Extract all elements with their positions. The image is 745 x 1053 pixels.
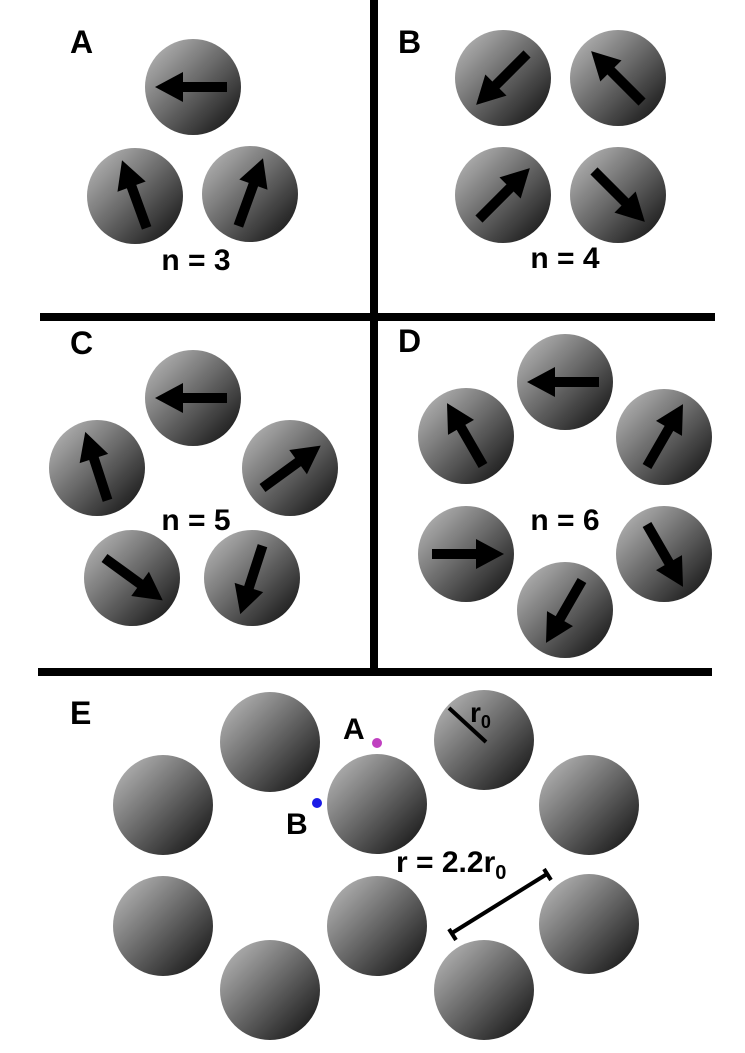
r0-label: r0 [470,697,491,732]
panel-c: C n = 5 [49,325,338,626]
panel-d-n-label: n = 6 [530,504,599,537]
panel-e-sphere [220,692,320,792]
panel-b-moment-arrow-icon [590,167,645,222]
panel-c-moment-arrow-icon [101,553,163,601]
r0-subscript: 0 [481,712,491,732]
panel-d-label: D [398,323,421,359]
spacing-bracket [447,867,553,942]
panel-d-moment-arrow-icon [642,522,683,587]
panel-b: B n = 4 [398,24,666,275]
panel-c-moment-arrow-icon [155,383,227,413]
panel-d-moment-arrow-icon [642,404,683,469]
spacing-label: r = 2.2r0 [396,846,506,884]
panel-b-spheres [455,30,666,243]
panel-d-moment-arrow-icon [546,578,587,643]
panel-e-spheres [113,690,639,1040]
site-a-label: A [343,713,365,746]
panel-d-moment-arrow-icon [527,367,599,397]
site-b-label: B [286,808,308,841]
panel-e-sphere [113,755,213,855]
panel-a-moment-arrow-icon [155,72,227,102]
panel-e-label: E [70,695,91,731]
panel-c-moment-arrow-icon [259,445,321,493]
panel-d: D n = 6 [398,323,712,658]
panel-c-label: C [70,325,93,361]
panel-dividers [38,0,715,676]
panel-a-label: A [70,24,93,60]
panel-b-moment-arrow-icon [476,50,531,105]
site-b-dot [312,798,322,808]
panel-e: E r0 r = 2.2r0 A B [70,690,639,1040]
panel-e-sphere [113,876,213,976]
panel-c-spheres [49,350,338,626]
r0-radius-line [447,706,488,744]
panel-c-moment-arrow-icon [234,544,268,615]
panel-e-sphere [434,940,534,1040]
panel-c-moment-arrow-icon [79,431,113,502]
panel-e-sphere [539,874,639,974]
panel-a-spheres [87,39,298,244]
panel-e-sphere [327,754,427,854]
panel-d-moment-arrow-icon [432,539,504,569]
panel-a-n-label: n = 3 [161,244,230,277]
panel-e-sphere [327,876,427,976]
panel-e-sphere [220,940,320,1040]
panel-c-n-label: n = 5 [161,504,230,537]
spacing-subscript: 0 [495,862,506,884]
panel-a: A n = 3 [70,24,298,277]
panel-b-moment-arrow-icon [475,168,530,223]
site-a-dot [372,738,382,748]
panel-a-moment-arrow-icon [233,158,268,228]
panel-e-sphere [539,755,639,855]
panel-d-moment-arrow-icon [447,403,488,468]
panel-d-spheres [418,334,712,658]
panel-a-moment-arrow-icon [117,160,152,230]
panel-b-moment-arrow-icon [591,51,646,106]
panel-b-n-label: n = 4 [530,242,600,275]
panel-b-label: B [398,24,421,60]
